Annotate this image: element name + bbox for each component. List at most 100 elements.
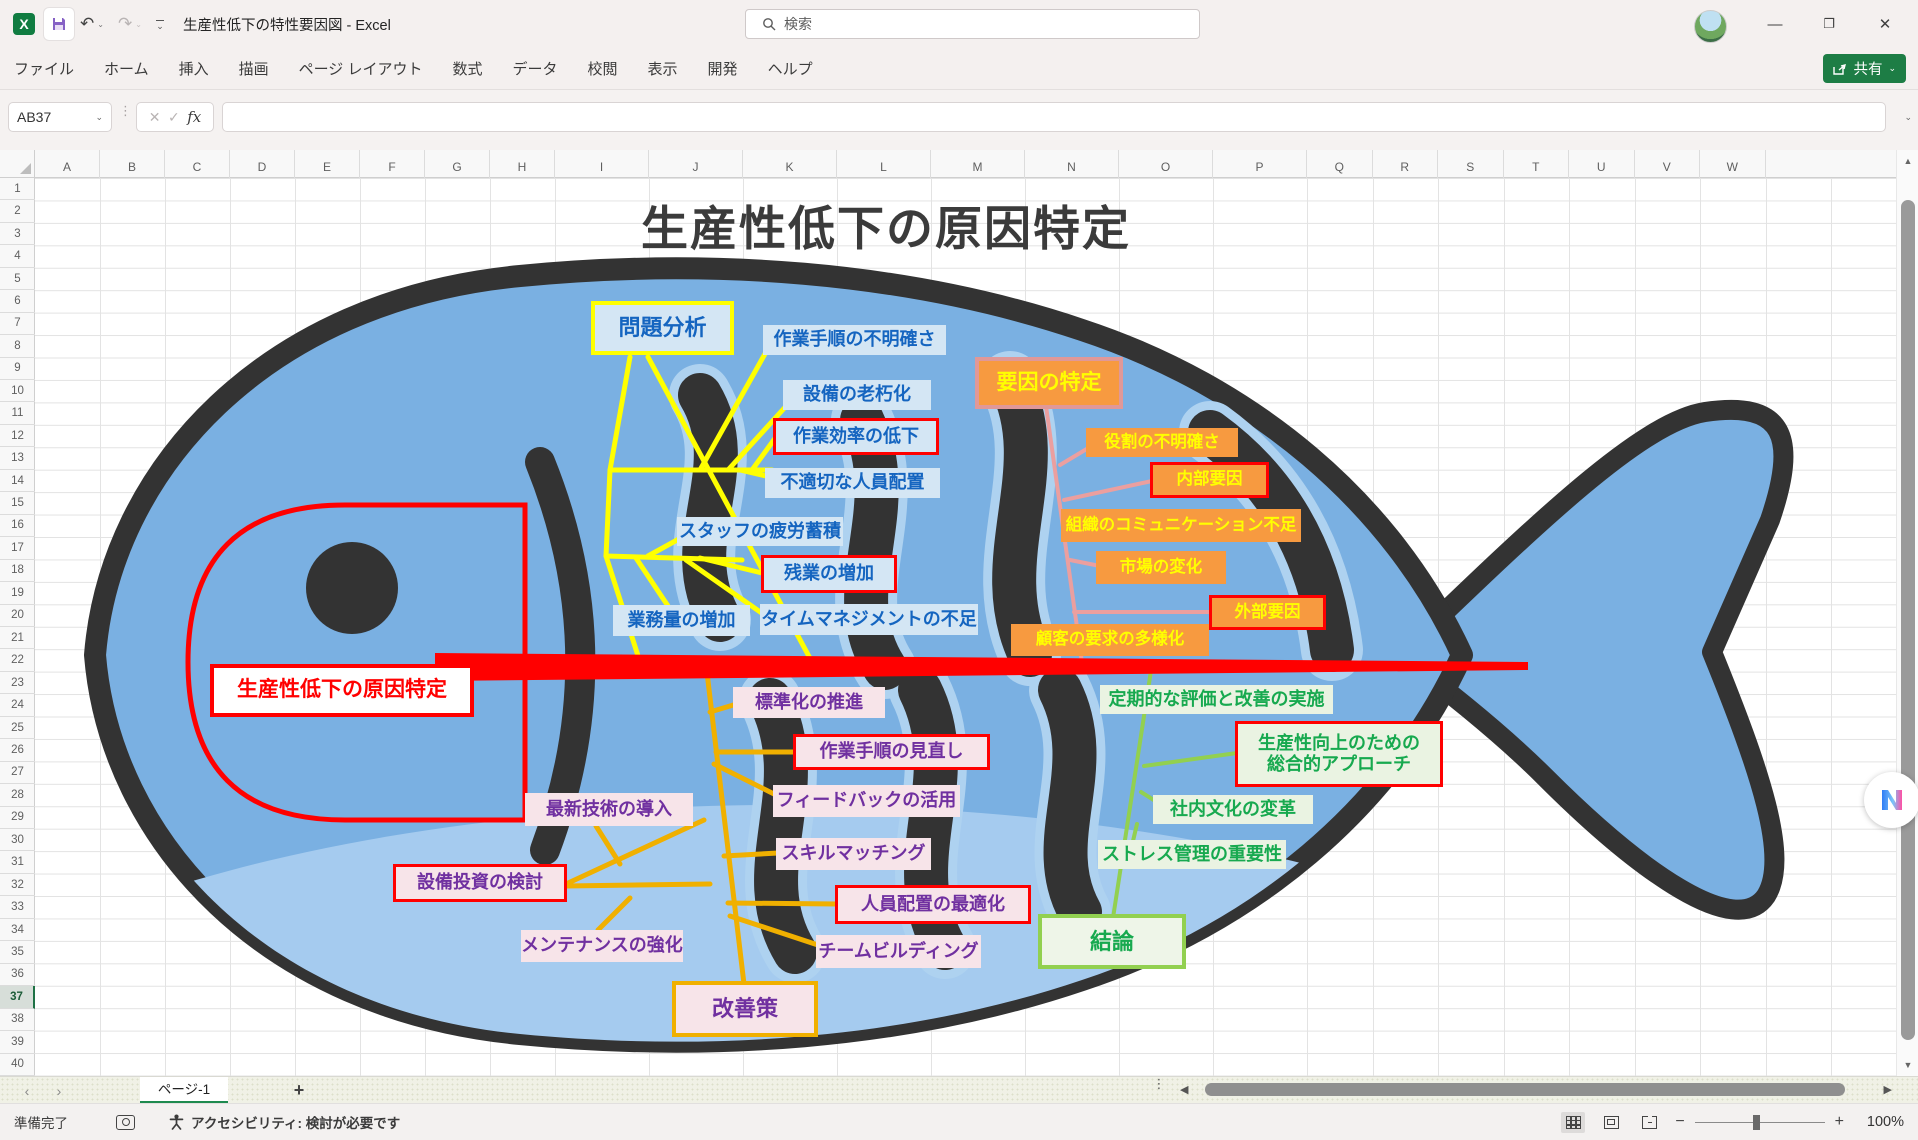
diagram-label-yf3[interactable]: 組織のコミュニケーション不足 <box>1061 509 1301 542</box>
column-header-A[interactable]: A <box>35 150 100 178</box>
row-header-9[interactable]: 9 <box>0 358 35 381</box>
column-header-H[interactable]: H <box>490 150 555 178</box>
ribbon-tab-7[interactable]: 校閲 <box>587 61 618 78</box>
diagram-label-pa1[interactable]: 作業手順の不明確さ <box>763 325 946 355</box>
avatar[interactable] <box>1694 10 1727 43</box>
diagram-label-pa8[interactable]: タイムマネジメントの不足 <box>760 604 978 635</box>
column-header-C[interactable]: C <box>165 150 230 178</box>
ribbon-tab-1[interactable]: ホーム <box>104 61 149 78</box>
row-header-13[interactable]: 13 <box>0 447 35 470</box>
undo-button[interactable]: ↶⌄ <box>80 14 104 33</box>
column-header-K[interactable]: K <box>743 150 837 178</box>
formula-input[interactable] <box>222 102 1886 132</box>
row-header-16[interactable]: 16 <box>0 515 35 538</box>
search-input[interactable]: 検索 <box>745 9 1200 39</box>
row-header-30[interactable]: 30 <box>0 829 35 852</box>
row-header-6[interactable]: 6 <box>0 290 35 313</box>
row-header-31[interactable]: 31 <box>0 852 35 874</box>
ribbon-tab-2[interactable]: 挿入 <box>178 61 209 78</box>
diagram-label-kz3[interactable]: フィードバックの活用 <box>773 785 960 817</box>
column-header-D[interactable]: D <box>230 150 295 178</box>
expand-formula-bar-button[interactable]: ⌄ <box>1904 112 1912 122</box>
diagram-label-kz4[interactable]: スキルマッチング <box>776 838 931 870</box>
row-header-39[interactable]: 39 <box>0 1031 35 1054</box>
row-header-23[interactable]: 23 <box>0 672 35 695</box>
scroll-left-arrow[interactable]: ◀ <box>1180 1084 1189 1096</box>
ribbon-tab-5[interactable]: 数式 <box>452 61 483 78</box>
diagram-label-pa0[interactable]: 問題分析 <box>591 301 734 355</box>
vertical-scroll-thumb[interactable] <box>1901 200 1915 1040</box>
close-button[interactable]: ✕ <box>1878 16 1892 33</box>
ribbon-tab-0[interactable]: ファイル <box>14 61 75 78</box>
diagram-label-kz9[interactable]: チームビルディング <box>816 935 981 968</box>
diagram-label-pa6[interactable]: 残業の増加 <box>761 555 897 593</box>
row-header-20[interactable]: 20 <box>0 605 35 627</box>
diagram-label-yf0[interactable]: 要因の特定 <box>975 357 1123 409</box>
diagram-label-yf4[interactable]: 市場の変化 <box>1096 551 1226 584</box>
row-header-3[interactable]: 3 <box>0 223 35 246</box>
diagram-label-kr0[interactable]: 結論 <box>1038 914 1186 969</box>
ribbon-tab-4[interactable]: ページ レイアウト <box>298 61 423 78</box>
diagram-label-pa7[interactable]: 業務量の増加 <box>613 605 750 636</box>
zoom-slider-thumb[interactable] <box>1752 1114 1760 1130</box>
row-header-11[interactable]: 11 <box>0 403 35 425</box>
column-header-T[interactable]: T <box>1504 150 1569 178</box>
quick-access-customize-button[interactable]: ⌄ <box>156 20 164 31</box>
column-header-U[interactable]: U <box>1569 150 1635 178</box>
row-header-12[interactable]: 12 <box>0 425 35 448</box>
row-header-27[interactable]: 27 <box>0 762 35 785</box>
scroll-right-arrow[interactable]: ▶ <box>1883 1084 1892 1096</box>
accessibility-status[interactable]: アクセシビリティ: 検討が必要です <box>169 1112 400 1132</box>
column-header-I[interactable]: I <box>555 150 649 178</box>
row-header-37[interactable]: 37 <box>0 986 35 1009</box>
row-header-10[interactable]: 10 <box>0 380 35 403</box>
row-header-22[interactable]: 22 <box>0 649 35 672</box>
column-header-E[interactable]: E <box>295 150 360 178</box>
add-sheet-button[interactable]: + <box>293 1080 305 1100</box>
copilot-badge-icon[interactable] <box>1864 772 1918 828</box>
column-header-Q[interactable]: Q <box>1307 150 1373 178</box>
column-header-R[interactable]: R <box>1373 150 1438 178</box>
column-header-B[interactable]: B <box>100 150 165 178</box>
scroll-down-arrow[interactable]: ▼ <box>1903 1060 1913 1070</box>
diagram-label-yf2[interactable]: 内部要因 <box>1150 462 1269 498</box>
row-header-33[interactable]: 33 <box>0 896 35 919</box>
kebab-menu-icon[interactable]: ⋮ <box>1152 1076 1166 1091</box>
name-box[interactable]: AB37 ⌄ <box>8 102 112 132</box>
row-header-26[interactable]: 26 <box>0 739 35 762</box>
ribbon-tab-6[interactable]: データ <box>512 61 558 78</box>
diagram-label-kr2[interactable]: 生産性向上のための 総合的アプローチ <box>1235 721 1443 787</box>
horizontal-scrollbar[interactable]: ◀ ▶ <box>1180 1079 1892 1101</box>
row-header-18[interactable]: 18 <box>0 560 35 583</box>
sheet-nav-prev[interactable]: ‹ <box>24 1082 30 1099</box>
column-header-M[interactable]: M <box>931 150 1025 178</box>
row-header-15[interactable]: 15 <box>0 492 35 515</box>
ribbon-tab-10[interactable]: ヘルプ <box>767 61 813 78</box>
minimize-button[interactable]: — <box>1767 15 1783 33</box>
row-header-2[interactable]: 2 <box>0 200 35 223</box>
page-break-view-button[interactable] <box>1637 1112 1661 1133</box>
row-header-36[interactable]: 36 <box>0 964 35 987</box>
row-header-19[interactable]: 19 <box>0 582 35 605</box>
row-header-8[interactable]: 8 <box>0 335 35 358</box>
column-header-J[interactable]: J <box>649 150 743 178</box>
column-header-L[interactable]: L <box>837 150 931 178</box>
confirm-entry-button[interactable]: ✓ <box>167 108 180 125</box>
diagram-label-pa5[interactable]: スタッフの疲労蓄積 <box>677 517 843 546</box>
row-header-24[interactable]: 24 <box>0 694 35 717</box>
row-header-25[interactable]: 25 <box>0 717 35 740</box>
share-button[interactable]: 共有 ⌄ <box>1823 54 1906 83</box>
diagram-label-kz5[interactable]: 最新技術の導入 <box>525 793 693 826</box>
diagram-label-kz7[interactable]: メンテナンスの強化 <box>521 930 683 962</box>
formula-bar-handle[interactable]: ⋮ <box>119 103 132 118</box>
row-header-1[interactable]: 1 <box>0 178 35 201</box>
column-header-W[interactable]: W <box>1700 150 1766 178</box>
diagram-label-kz6[interactable]: 設備投資の検討 <box>393 864 567 902</box>
row-header-32[interactable]: 32 <box>0 874 35 897</box>
row-header-38[interactable]: 38 <box>0 1009 35 1032</box>
column-header-N[interactable]: N <box>1025 150 1119 178</box>
row-header-4[interactable]: 4 <box>0 245 35 268</box>
restore-button[interactable]: ❐ <box>1823 16 1835 31</box>
zoom-out-button[interactable]: − <box>1675 1113 1685 1130</box>
diagram-label-kz8[interactable]: 人員配置の最適化 <box>835 885 1031 924</box>
